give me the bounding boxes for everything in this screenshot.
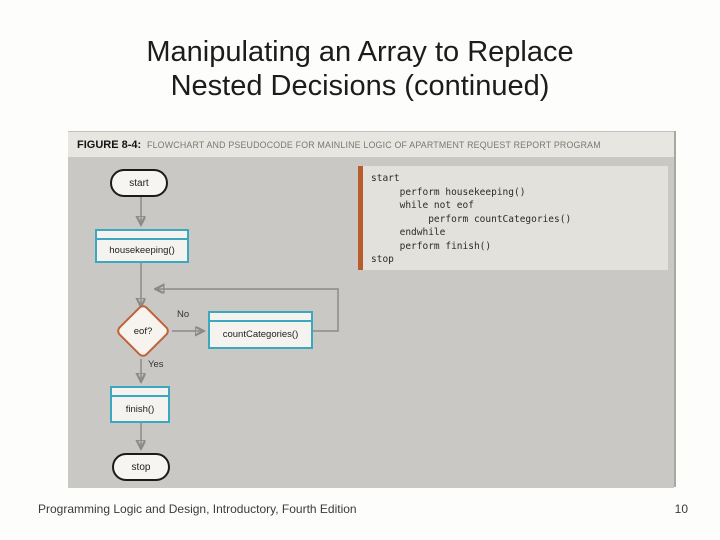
figure-body: start housekeeping() eof? No Yes countCa… [68, 157, 674, 488]
pseudocode-accent-bar [358, 166, 363, 270]
no-branch-label: No [177, 309, 190, 320]
pseudocode-text: start perform housekeeping() while not e… [371, 173, 572, 265]
flowchart-countcategories-process: countCategories() [208, 311, 313, 349]
stop-label: stop [131, 461, 151, 473]
flowchart-stop-terminal: stop [112, 453, 170, 481]
flowchart-eof-decision: eof? [114, 302, 172, 360]
start-label: start [129, 177, 149, 189]
eof-label: eof? [133, 325, 153, 337]
process-header-band [210, 313, 311, 322]
slide-title: Manipulating an Array to Replace Nested … [146, 36, 574, 102]
process-header-band [97, 231, 187, 240]
pseudocode-panel: start perform housekeeping() while not e… [358, 166, 668, 270]
countcategories-label: countCategories() [222, 329, 299, 340]
housekeeping-label: housekeeping() [109, 245, 175, 256]
flowchart-housekeeping-process: housekeeping() [95, 229, 189, 263]
yes-branch-label: Yes [148, 359, 164, 370]
flowchart-start-terminal: start [110, 169, 168, 197]
figure-label: FIGURE 8-4: [77, 138, 142, 151]
footer: Programming Logic and Design, Introducto… [38, 502, 688, 516]
finish-label: finish() [125, 403, 155, 415]
figure-8-4: FIGURE 8-4: FLOWCHART AND PSEUDOCODE FOR… [68, 131, 676, 488]
footer-text: Programming Logic and Design, Introducto… [38, 502, 357, 516]
figure-caption-text: FLOWCHART AND PSEUDOCODE FOR MAINLINE LO… [147, 139, 601, 150]
flowchart-finish-process: finish() [110, 386, 170, 423]
page-number: 10 [674, 502, 688, 516]
figure-caption-bar: FIGURE 8-4: FLOWCHART AND PSEUDOCODE FOR… [68, 131, 674, 157]
process-header-band [112, 388, 168, 397]
